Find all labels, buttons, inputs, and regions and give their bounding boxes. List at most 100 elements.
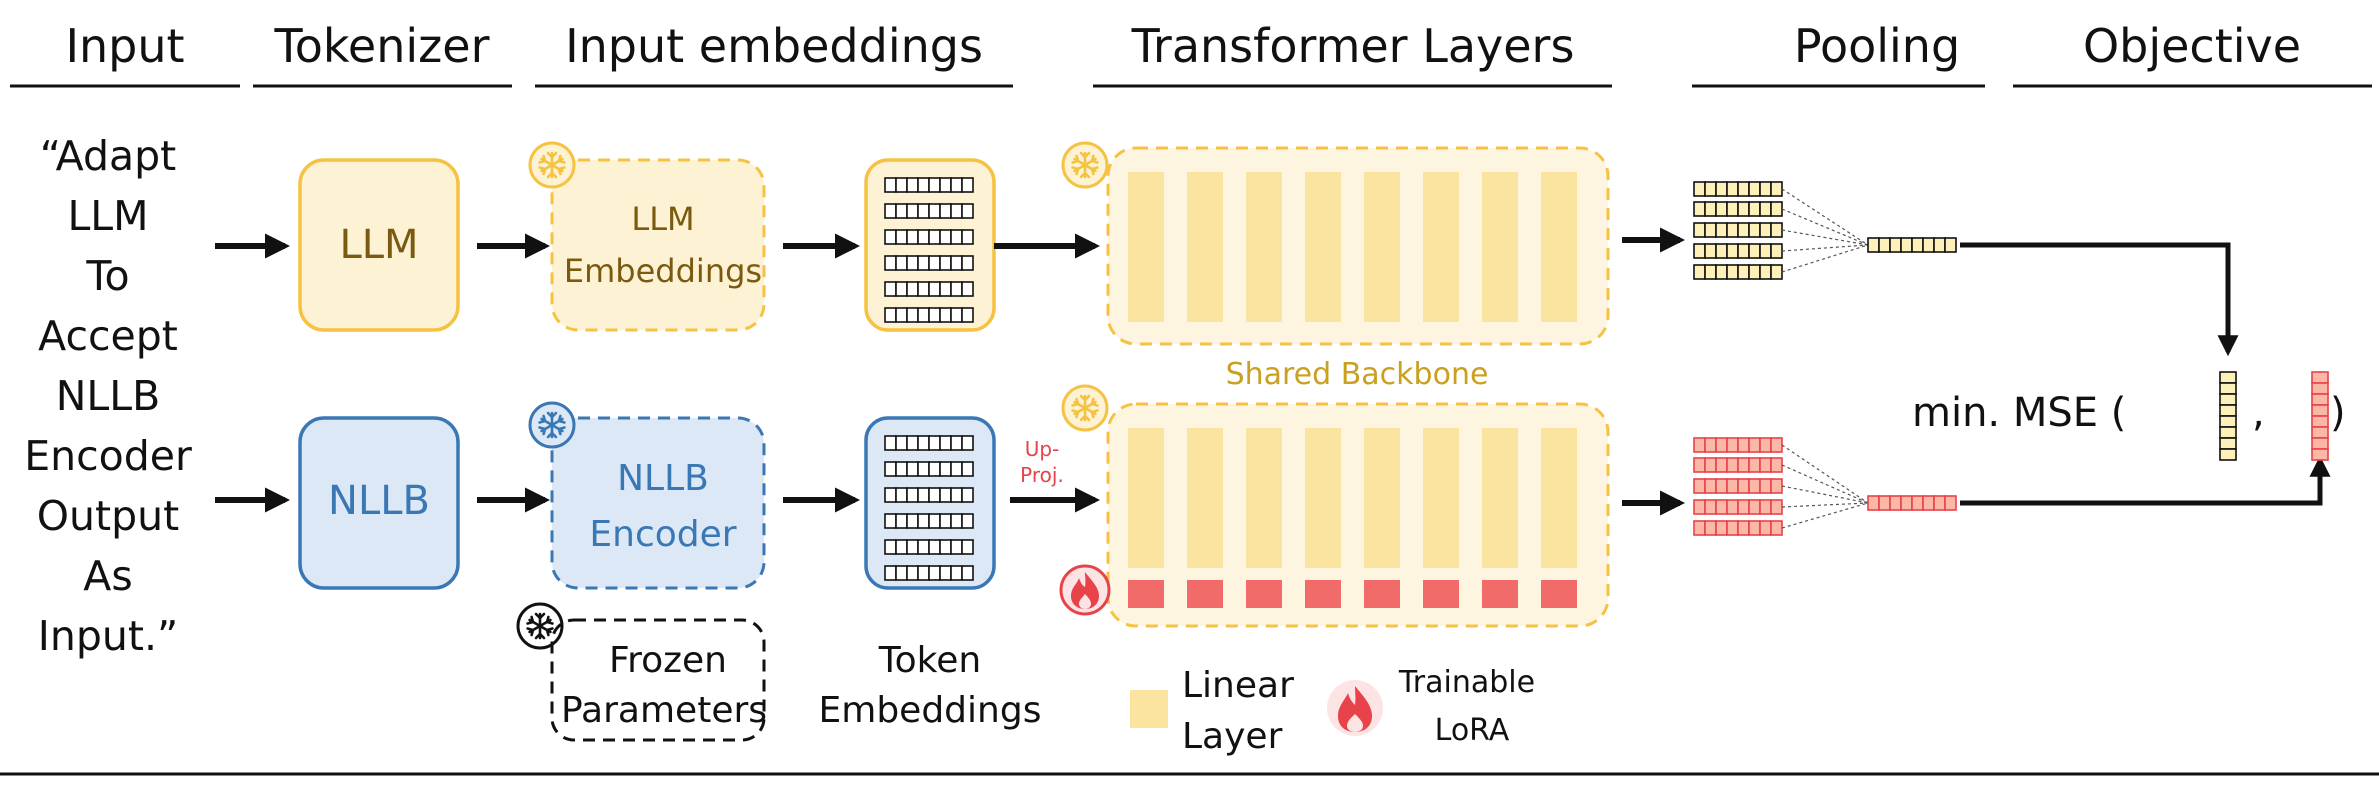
header-input-embeddings: Input embeddings — [565, 19, 983, 73]
embedding-cell — [1693, 457, 1706, 473]
embedding-cell — [917, 461, 930, 477]
embedding-cell — [928, 539, 941, 555]
embedding-cell — [1759, 181, 1772, 197]
nllb-tokenizer-label: NLLB — [328, 478, 430, 524]
embedding-cell — [917, 307, 930, 323]
embedding-cell — [1933, 237, 1946, 253]
vector-cell — [2311, 393, 2329, 406]
arrow-icon — [1960, 242, 2239, 357]
lora-adapter — [1246, 580, 1282, 608]
embedding-cell — [1704, 181, 1717, 197]
embedding-cell — [1878, 237, 1891, 253]
linear-layer — [1246, 428, 1282, 568]
linear-layer — [1187, 172, 1223, 322]
lora-adapter — [1482, 580, 1518, 608]
embedding-cell — [950, 487, 963, 503]
linear-layers — [1128, 172, 1577, 322]
llm-embeddings-label: Embeddings — [564, 252, 762, 290]
linear-layer — [1128, 428, 1164, 568]
embedding-cell — [928, 281, 941, 297]
embedding-cell — [939, 203, 952, 219]
embedding-cell — [1737, 181, 1750, 197]
embedding-cell — [928, 255, 941, 271]
embedding-cell — [1737, 264, 1750, 280]
input-line: LLM — [67, 192, 148, 240]
embedding-cell — [1759, 201, 1772, 217]
header-tokenizer: Tokenizer — [273, 19, 489, 73]
embedding-cell — [961, 307, 974, 323]
linear-layer — [1423, 428, 1459, 568]
embedding-cell — [906, 513, 919, 529]
pooling-line — [1781, 502, 1869, 529]
embedding-cell — [1759, 457, 1772, 473]
embedding-cell — [906, 281, 919, 297]
linear-layer-legend-label: Linear — [1182, 665, 1294, 706]
embedding-cell — [1715, 201, 1728, 217]
embedding-cell — [961, 203, 974, 219]
trainable-lora-legend-label: LoRA — [1435, 713, 1510, 748]
embedding-cell — [1748, 264, 1761, 280]
embedding-cell — [1770, 478, 1783, 494]
embedding-cell — [884, 203, 897, 219]
embedding-cell — [1759, 478, 1772, 494]
vector-cell — [2219, 415, 2237, 428]
header-transformer-layers: Transformer Layers — [1131, 19, 1575, 73]
embedding-cell — [1867, 495, 1880, 511]
trainable-lora-legend-label: Trainable — [1398, 665, 1535, 700]
lora-adapter — [1364, 580, 1400, 608]
embedding-cell — [1759, 437, 1772, 453]
embedding-cell — [939, 255, 952, 271]
embedding-cell — [906, 461, 919, 477]
pooling-line — [1781, 485, 1869, 504]
linear-layer — [1482, 172, 1518, 322]
vector-cell — [2311, 415, 2329, 428]
token-embedding-row — [884, 435, 974, 451]
embedding-cell — [1922, 495, 1935, 511]
pooling-line — [1781, 244, 1869, 252]
embedding-cell — [884, 539, 897, 555]
embedding-cell — [1944, 237, 1957, 253]
embedding-cell — [939, 307, 952, 323]
embedding-cell — [939, 565, 952, 581]
token-embedding-row — [884, 539, 974, 555]
input-line: Accept — [38, 312, 178, 360]
vector-cell — [2219, 382, 2237, 395]
embedding-cell — [1748, 201, 1761, 217]
embedding-cell — [1944, 495, 1957, 511]
nllb-encoder-label: NLLB — [617, 458, 709, 499]
embedding-cell — [895, 255, 908, 271]
embedding-cell — [928, 177, 941, 193]
token-embedding-row — [884, 565, 974, 581]
embedding-cell — [928, 203, 941, 219]
embedding-cell — [939, 229, 952, 245]
linear-layer — [1541, 172, 1577, 322]
embedding-cell — [1726, 520, 1739, 536]
llm-output-vector — [2219, 371, 2237, 461]
embedding-cell — [1900, 237, 1913, 253]
pooling-line — [1781, 208, 1869, 246]
embedding-cell — [1715, 457, 1728, 473]
embedding-cell — [1748, 181, 1761, 197]
embedding-cell — [950, 565, 963, 581]
lora-adapter — [1187, 580, 1223, 608]
embedding-cell — [917, 177, 930, 193]
embedding-cell — [1933, 495, 1946, 511]
top-transformer-backbone — [1106, 146, 1610, 346]
vector-cell — [2311, 404, 2329, 417]
input-line: To — [85, 252, 129, 300]
pooled-token-row — [1693, 264, 1783, 280]
embedding-cell — [1693, 243, 1706, 259]
linear-layer — [1482, 428, 1518, 568]
header-objective: Objective — [2083, 19, 2301, 73]
embedding-cell — [939, 487, 952, 503]
embedding-cell — [906, 539, 919, 555]
vector-cell — [2219, 371, 2237, 384]
lora-adapter — [1541, 580, 1577, 608]
embedding-cell — [1770, 222, 1783, 238]
embedding-cell — [1704, 499, 1717, 515]
embedding-cell — [939, 177, 952, 193]
pooled-token-row — [1693, 437, 1783, 453]
embedding-cell — [1737, 520, 1750, 536]
vector-cell — [2311, 382, 2329, 395]
embedding-cell — [961, 177, 974, 193]
